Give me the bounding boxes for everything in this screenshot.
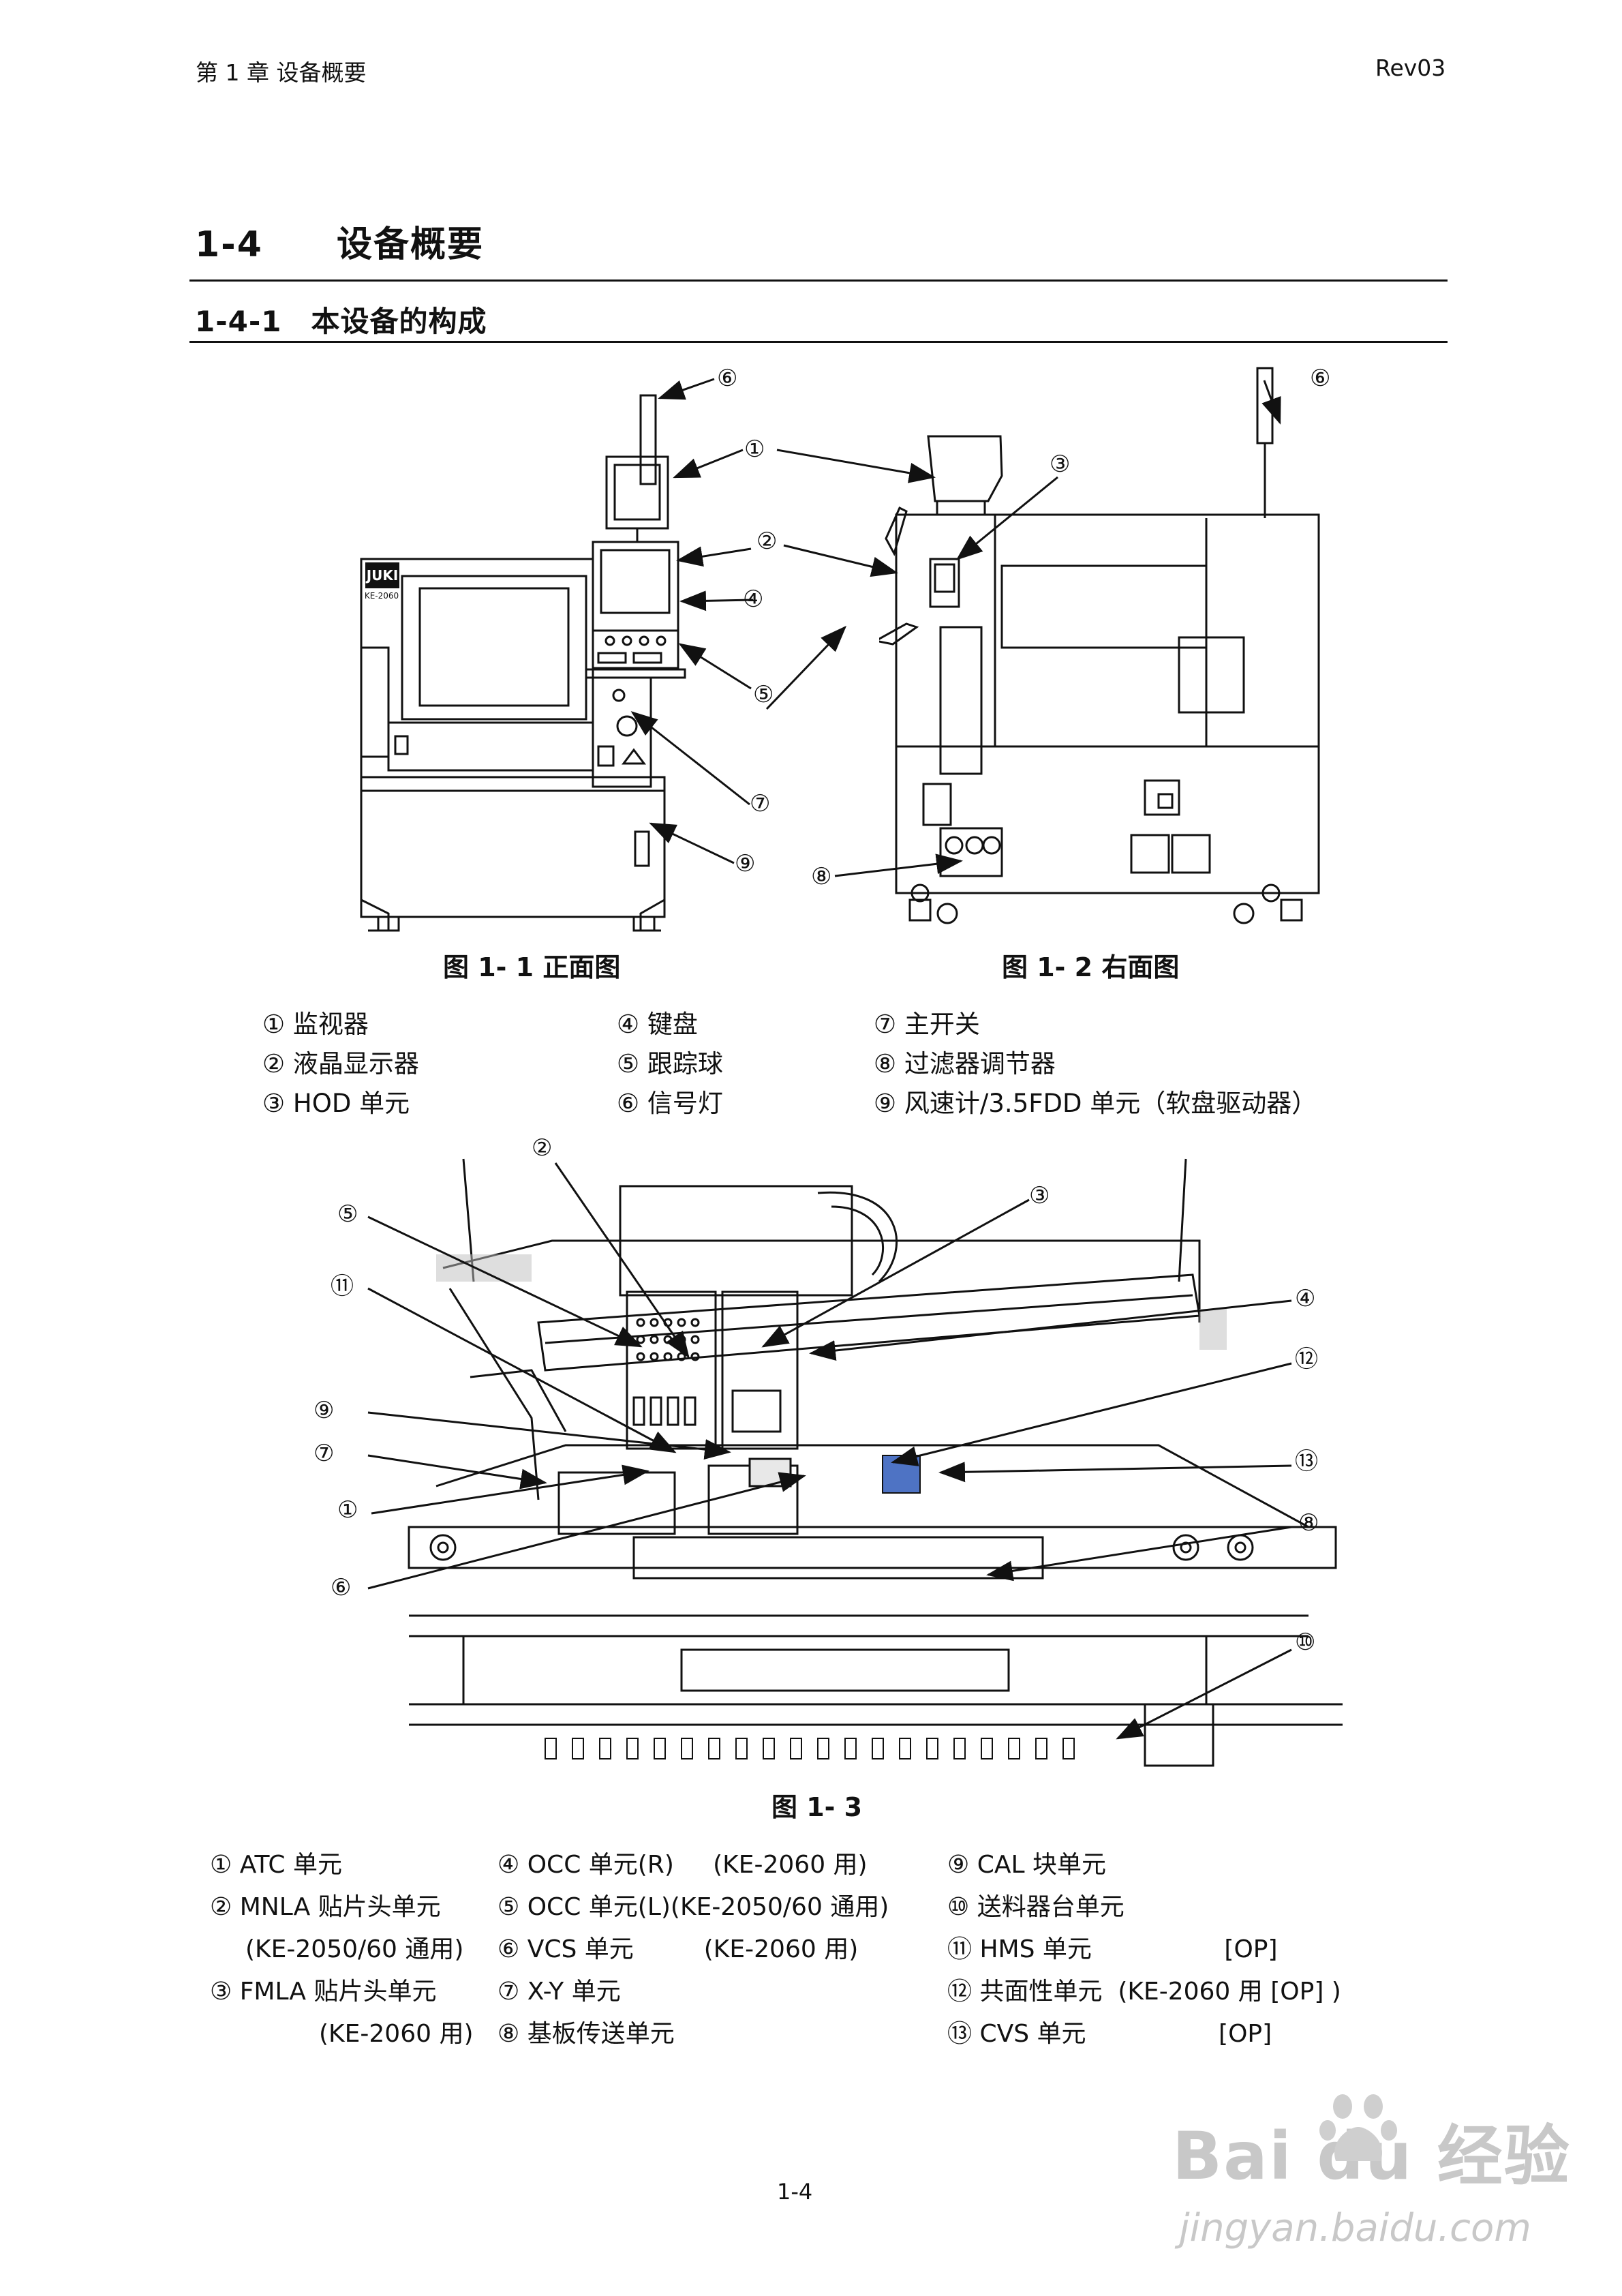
callouts-figure-3: ② ③ ⑤ ⑪ ④ ⑫ ⑨ ⑦ ⑬ ① ⑧ ⑥ ⑩ [313, 1134, 1319, 1740]
callout3-13: ⑬ [1295, 1448, 1318, 1475]
subsection-rule [189, 341, 1448, 343]
legend1-row3-col3: ⑨ 风速计/3.5FDD 单元（软盘驱动器） [874, 1089, 1317, 1118]
callout-6-front: ⑥ [717, 365, 737, 392]
callout3-3: ③ [1029, 1182, 1050, 1209]
callout-9: ⑨ [735, 850, 755, 877]
callout-5: ⑤ [753, 681, 774, 708]
callout-1: ① [744, 436, 765, 463]
legend2-col3-row2: ⑩ 送料器台单元 [947, 1893, 1124, 1921]
callout-7: ⑦ [750, 790, 770, 817]
legend2-col1-row5: (KE-2060 用) [319, 2020, 474, 2048]
section-title: 1-4 设备概要 [195, 224, 484, 265]
legend2-col1-row3: (KE-2050/60 通用) [245, 1935, 464, 1963]
legend1-row2-col1: ② 液晶显示器 [262, 1049, 419, 1078]
callouts-figure-1-2: ⑥ ① ② ③ ④ ⑤ ⑦ ⑨ ⑧ ⑥ [630, 365, 1330, 890]
legend1-row3-col2: ⑥ 信号灯 [617, 1089, 723, 1118]
callout3-1: ① [337, 1496, 358, 1524]
legend1-row3-col1: ③ HOD 单元 [262, 1089, 410, 1118]
brand-logo: JUKI [365, 567, 399, 584]
page-number: 1-4 [777, 2179, 813, 2205]
model-label: KE-2060 [365, 591, 399, 601]
running-header-chapter: 第 1 章 设备概要 [196, 59, 367, 86]
legend2-col1-row1: ① ATC 单元 [210, 1851, 343, 1879]
interior-figure [408, 1158, 1343, 1767]
paw-icon [1319, 2094, 1397, 2161]
legend1-row1-col3: ⑦ 主开关 [874, 1010, 980, 1039]
legend2-col2-row2: ⑤ OCC 单元(L)(KE-2050/60 通用) [498, 1893, 889, 1921]
callout-3: ③ [1050, 451, 1070, 478]
callout3-2: ② [532, 1134, 552, 1162]
running-header-revision: Rev03 [1375, 55, 1446, 81]
legend1-row2-col2: ⑤ 跟踪球 [617, 1049, 723, 1078]
legend1-row1-col2: ④ 键盘 [617, 1010, 698, 1039]
legend2-col1-row4: ③ FMLA 贴片头单元 [210, 1978, 437, 2006]
callout3-10: ⑩ [1295, 1629, 1315, 1656]
callout3-7: ⑦ [313, 1440, 334, 1467]
legend1-row2-col3: ⑧ 过滤器调节器 [874, 1049, 1056, 1078]
legend2-col2-row3: ⑥ VCS 单元 (KE-2060 用) [498, 1935, 859, 1963]
callout3-8: ⑧ [1298, 1509, 1319, 1537]
callout-4: ④ [743, 586, 763, 613]
callout3-9: ⑨ [313, 1397, 334, 1424]
legend2-col3-row1: ⑨ CAL 块单元 [947, 1851, 1106, 1879]
legend2-col2-row4: ⑦ X-Y 单元 [498, 1978, 621, 2006]
callout3-6: ⑥ [331, 1574, 351, 1601]
figure-1-3-caption: 图 1- 3 [771, 1792, 863, 1822]
watermark-url: jingyan.baidu.com [1179, 2206, 1531, 2250]
legend2-col3-row3: ⑪ HMS 单元 [OP] [947, 1935, 1278, 1963]
legend2-col2-row1: ④ OCC 单元(R) (KE-2060 用) [498, 1851, 868, 1879]
callout3-11: ⑪ [331, 1273, 354, 1300]
figure-1-2-caption: 图 1- 2 右面图 [1002, 952, 1180, 982]
section-rule [189, 280, 1448, 282]
callout3-12: ⑫ [1295, 1346, 1318, 1373]
signal-lamp [639, 394, 657, 485]
subsection-title: 1-4-1 本设备的构成 [195, 305, 487, 338]
legend2-col2-row5: ⑧ 基板传送单元 [498, 2020, 675, 2048]
legend1-row1-col1: ① 监视器 [262, 1010, 369, 1039]
legend2-col3-row4: ⑫ 共面性单元 (KE-2060 用 [OP] ) [947, 1978, 1341, 2006]
callout3-5: ⑤ [337, 1200, 358, 1228]
front-view-figure: JUKI KE-2060 [360, 394, 686, 932]
callout3-4: ④ [1295, 1285, 1315, 1312]
figure-1-1-caption: 图 1- 1 正面图 [443, 952, 621, 982]
legend2-col3-row5: ⑬ CVS 单元 [OP] [947, 2020, 1272, 2048]
callout-8: ⑧ [811, 863, 831, 890]
legend2-col1-row2: ② MNLA 贴片头单元 [210, 1893, 441, 1921]
callout-6-right: ⑥ [1310, 365, 1330, 392]
callout-2: ② [756, 528, 777, 555]
